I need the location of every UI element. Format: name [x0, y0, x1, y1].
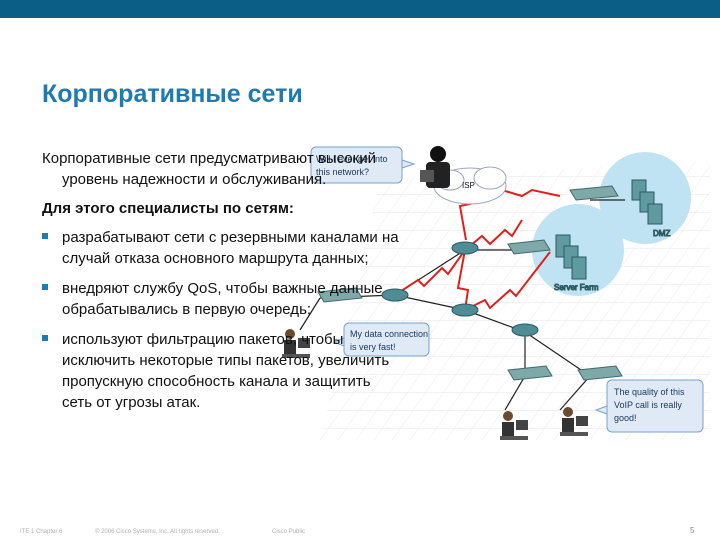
callout-voip-line-3: good! [614, 413, 637, 423]
bullet-marker [42, 335, 48, 341]
user-workstation [282, 329, 310, 358]
footer-course: ITE 1 Chapter 6 [20, 529, 63, 535]
dmz-servers: DMZ [631, 179, 671, 239]
router-group [381, 241, 539, 337]
network-diagram: ISP DMZ Server Farm [282, 146, 710, 440]
bullet-list: разрабатывают сети с резервными каналами… [42, 227, 402, 413]
callout-voip-line-1: The quality of this [614, 387, 685, 397]
callout-data: My data connection is very fast! [332, 322, 430, 357]
slide-title: Корпоративные сети [42, 80, 303, 108]
switch-icon [507, 365, 553, 381]
isp-label: ISP [462, 181, 475, 190]
top-bar [0, 0, 720, 18]
switch-group [317, 185, 623, 381]
bullet-item: используют фильтрацию пакетов, чтобы иск… [42, 329, 402, 413]
callout-hacker-line-2: this network? [316, 167, 369, 177]
router-icon [451, 241, 479, 255]
switch-icon [317, 287, 363, 303]
wan-links [394, 187, 561, 311]
callout-hacker: Will I ever get into this network? [310, 146, 416, 184]
router-icon [451, 303, 479, 317]
footer-classification: Cisco Public [272, 529, 306, 535]
callout-voip: The quality of this VoIP call is really … [594, 379, 704, 433]
intro-paragraph: Корпоративные сети предусматривают высок… [42, 150, 376, 188]
server-farm-label: Server Farm [554, 283, 599, 292]
callout-data-line-1: My data connection [350, 329, 428, 339]
slide-body: Корпоративные сети предусматривают высок… [42, 148, 402, 422]
bullet-marker [42, 284, 48, 290]
switch-icon [507, 239, 551, 255]
bullet-item: разрабатывают сети с резервными каналами… [42, 227, 402, 269]
switch-icon [569, 185, 619, 201]
dmz-label: DMZ [653, 229, 670, 238]
switch-icon [577, 365, 623, 381]
router-icon [381, 288, 409, 302]
callout-voip-line-2: VoIP call is really [614, 400, 682, 410]
user-workstation [500, 411, 528, 440]
hacker-figure [420, 146, 450, 188]
callout-data-line-2: is very fast! [350, 342, 396, 352]
bullet-text: используют фильтрацию пакетов, чтобы иск… [62, 331, 390, 411]
bullet-marker [42, 233, 48, 239]
bullet-text: разрабатывают сети с резервными каналами… [62, 229, 399, 267]
bullet-text: внедряют службу QoS, чтобы важные данные… [62, 280, 383, 318]
footer-copyright: © 2006 Cisco Systems, Inc. All rights re… [95, 529, 220, 535]
user-workstation [560, 407, 588, 436]
callout-hacker-line-1: Will I ever get into [316, 154, 388, 164]
router-icon [511, 323, 539, 337]
subheading: Для этого специалисты по сетям: [42, 200, 294, 217]
page-number: 5 [690, 526, 695, 535]
server-farm-servers: Server Farm [554, 234, 599, 293]
bullet-item: внедряют службу QoS, чтобы важные данные… [42, 278, 402, 320]
